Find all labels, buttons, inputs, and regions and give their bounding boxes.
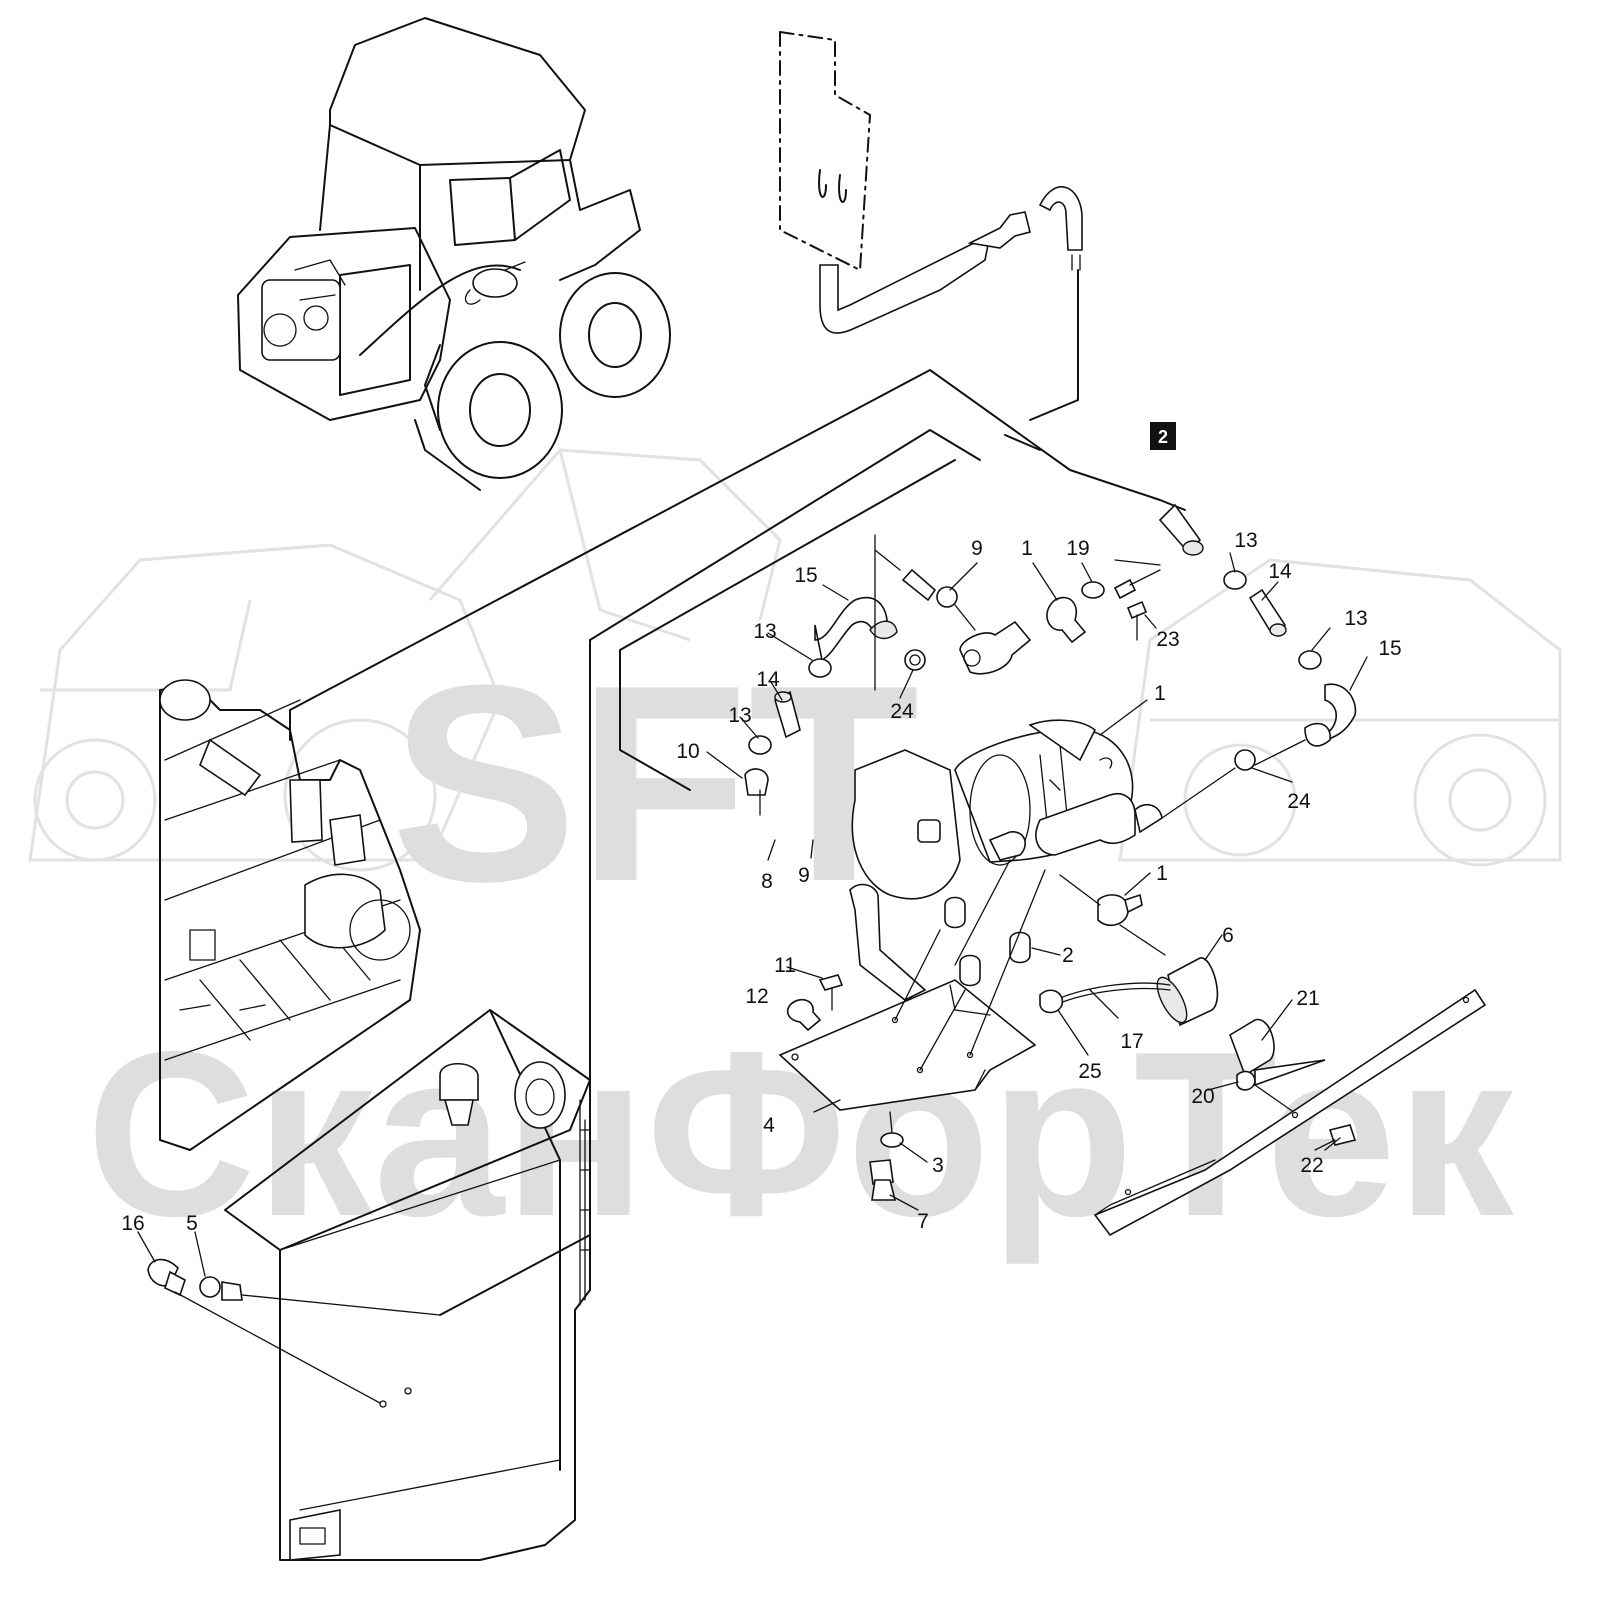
callout-labels: 9 1 19 13 15 14 23 13 15 13 14 24 1 13 1… bbox=[121, 529, 1401, 1235]
callout-5: 5 bbox=[186, 1212, 198, 1235]
callout-25: 25 bbox=[1078, 1060, 1101, 1083]
callout-24: 24 bbox=[890, 700, 914, 723]
tractor-wheel-rear bbox=[559, 272, 671, 398]
tank bbox=[224, 1009, 591, 1561]
tractor-wheel-front bbox=[424, 341, 563, 479]
tractor-overview bbox=[237, 17, 671, 491]
callout-7: 7 bbox=[917, 1210, 929, 1233]
frame-rail bbox=[1093, 988, 1487, 1237]
view-badge-number: 2 bbox=[1158, 427, 1168, 447]
callout-2: 2 bbox=[1062, 944, 1074, 967]
view-badge: 2 bbox=[1150, 422, 1176, 450]
callout-4: 4 bbox=[763, 1114, 775, 1137]
callout-13: 13 bbox=[753, 620, 776, 643]
callout-6: 6 bbox=[1222, 924, 1234, 947]
callout-14: 14 bbox=[1268, 560, 1292, 583]
callout-10: 10 bbox=[676, 740, 699, 763]
callout-11: 11 bbox=[774, 954, 796, 977]
cab-wall-inset bbox=[779, 31, 1083, 421]
callout-17: 17 bbox=[1120, 1030, 1143, 1053]
callout-leaders bbox=[137, 552, 1368, 1277]
callout-21: 21 bbox=[1296, 987, 1319, 1010]
callout-22: 22 bbox=[1300, 1154, 1323, 1177]
callout-14: 14 bbox=[756, 668, 780, 691]
callout-1: 1 bbox=[1156, 862, 1168, 885]
engine-block bbox=[159, 679, 421, 1151]
callout-13: 13 bbox=[1344, 607, 1367, 630]
callout-16: 16 bbox=[121, 1212, 144, 1235]
watermark-tractor-right bbox=[1118, 558, 1562, 867]
watermark-logo-text: SFT bbox=[391, 628, 920, 940]
callout-12: 12 bbox=[745, 985, 768, 1008]
callout-9: 9 bbox=[971, 537, 983, 560]
callout-24: 24 bbox=[1287, 790, 1311, 813]
callout-1: 1 bbox=[1154, 682, 1166, 705]
heater-sketch bbox=[472, 268, 518, 298]
callout-15: 15 bbox=[1378, 637, 1401, 660]
callout-9: 9 bbox=[798, 864, 810, 887]
callout-13: 13 bbox=[1234, 529, 1257, 552]
watermark-company-text: СканФорТек bbox=[86, 1002, 1514, 1265]
fittings-top bbox=[874, 534, 1161, 691]
callout-8: 8 bbox=[761, 870, 773, 893]
hose-assembly-left bbox=[744, 596, 926, 816]
lower-mounting bbox=[778, 859, 1357, 1201]
callout-19: 19 bbox=[1066, 537, 1089, 560]
callout-20: 20 bbox=[1191, 1085, 1214, 1108]
callout-23: 23 bbox=[1156, 628, 1179, 651]
callout-13: 13 bbox=[728, 704, 751, 727]
watermark-tractor-left bbox=[28, 543, 502, 872]
temperature-sender bbox=[147, 1258, 441, 1404]
watermark-excavator bbox=[428, 448, 782, 642]
hose-assembly-right bbox=[1158, 503, 1357, 819]
callout-3: 3 bbox=[932, 1154, 944, 1177]
callout-15: 15 bbox=[794, 564, 817, 587]
coolant-heater bbox=[851, 719, 1163, 900]
engine-sketch bbox=[261, 259, 346, 361]
callout-1: 1 bbox=[1021, 537, 1033, 560]
